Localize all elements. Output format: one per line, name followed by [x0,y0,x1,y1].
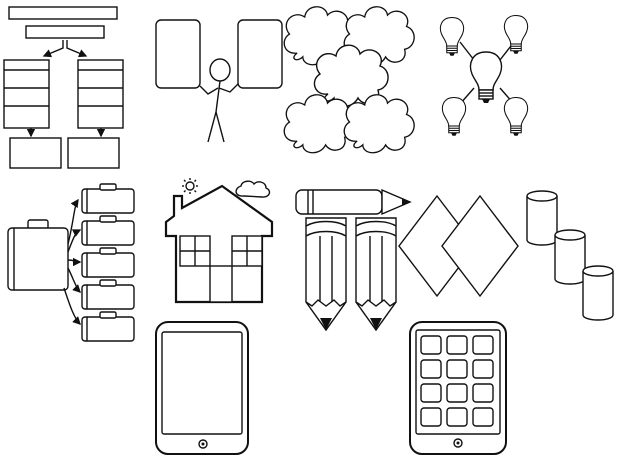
lightbulb-web [439,14,529,137]
diamond-grid [398,194,519,298]
pencils [295,188,412,332]
cloud-cluster [283,6,415,154]
house-with-sun-and-cloud [164,178,274,304]
flowchart-template [3,6,124,169]
sun-icon [182,178,198,194]
cylinders [526,190,614,321]
stick-figure-with-boards [155,19,283,143]
small-cloud-icon [235,180,271,198]
suitcase-tree [7,183,135,342]
tablet-blank [155,321,249,455]
tablet-with-app-grid [409,321,507,455]
